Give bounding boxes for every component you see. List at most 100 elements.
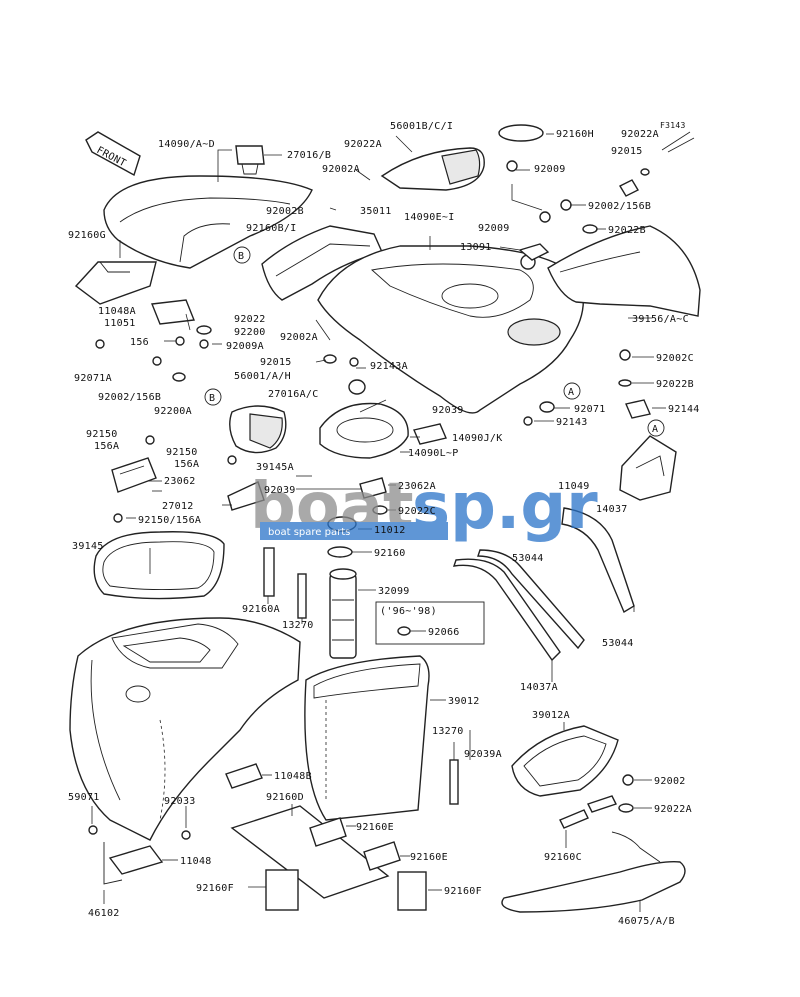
part-label: 27016A/C: [268, 389, 319, 400]
part-39145-gasket: [93, 531, 225, 600]
part-label: 92002A: [280, 332, 318, 343]
part-14090-cover: [103, 175, 313, 269]
part-label: 11048: [180, 856, 212, 867]
part-27016-knob: [235, 145, 265, 175]
part-label: 92160D: [266, 792, 304, 803]
part-label: 92002/156B: [588, 201, 651, 212]
part-label: 14090E~I: [404, 212, 455, 223]
part-label: 13091: [460, 242, 492, 253]
part-label: 92002B: [266, 206, 304, 217]
year-note: ('96~'98): [380, 606, 437, 617]
part-label: 56001B/C/I: [390, 121, 453, 132]
part-14090-jk-cover: [319, 402, 447, 459]
part-label: 56001/A/H: [234, 371, 291, 382]
leader-lines: [91, 133, 666, 912]
part-11048-bracket: [108, 845, 164, 875]
part-56001-mirror-top: [380, 147, 485, 191]
front-arrow-icon: FRONT: [85, 131, 141, 177]
figure-code: F3143: [660, 121, 686, 130]
part-label: 46102: [88, 908, 120, 919]
part-label: 156: [130, 337, 149, 348]
part-label: 11048B: [274, 771, 312, 782]
svg-text:A: A: [568, 387, 574, 398]
part-46075-rail: [501, 831, 686, 913]
part-92160g-foam: [74, 261, 157, 305]
part-label: 11048A: [98, 306, 136, 317]
part-label: 92071A: [74, 373, 112, 384]
part-label: 92160G: [68, 230, 106, 241]
part-label: 14090J/K: [452, 433, 503, 444]
part-39012-bin: [304, 655, 430, 821]
part-label: 92160E: [356, 822, 394, 833]
part-label: 53044: [602, 638, 634, 649]
part-label: 92071: [574, 404, 606, 415]
part-label: 11049: [558, 481, 590, 492]
part-label: 156A: [94, 441, 119, 452]
part-label: 92009: [478, 223, 510, 234]
part-label: 14090L~P: [408, 448, 459, 459]
part-label: 92160B/I: [246, 223, 297, 234]
part-label: 39156/A~C: [632, 314, 689, 325]
part-label: 92066: [428, 627, 460, 638]
part-11049-block: [619, 399, 677, 501]
brand-watermark: boat sp .gr boat spare parts: [250, 470, 598, 544]
part-39156-cowl: [547, 225, 701, 317]
part-label: 92039A: [464, 749, 502, 760]
part-label: 13270: [282, 620, 314, 631]
part-label: 39012A: [532, 710, 570, 721]
part-92160h-pad: [498, 124, 544, 142]
part-label: 11012: [374, 525, 406, 536]
watermark-tagline: boat spare parts: [268, 527, 350, 538]
part-label: 27012: [162, 501, 194, 512]
part-32099-tube: [329, 568, 357, 659]
part-label: 92022B: [656, 379, 694, 390]
part-label: 92002: [654, 776, 686, 787]
part-label: 13270: [432, 726, 464, 737]
part-14037-rail: [561, 507, 635, 614]
part-23062-bracket: [111, 435, 237, 523]
part-label: 92009: [534, 164, 566, 175]
part-label: 92009A: [226, 341, 264, 352]
part-35011-bracket: [261, 225, 383, 301]
part-label: 92015: [260, 357, 292, 368]
part-label: 39145: [72, 541, 104, 552]
svg-text:B: B: [209, 393, 215, 404]
part-label: 14037A: [520, 682, 558, 693]
part-label: 92022A: [344, 139, 382, 150]
part-label: 92150: [166, 447, 198, 458]
part-label: 53044: [512, 553, 544, 564]
part-label: 46075/A/B: [618, 916, 675, 927]
svg-text:A: A: [652, 424, 658, 435]
part-label: 23062A: [398, 481, 436, 492]
part-label: 156A: [174, 459, 199, 470]
svg-text:.gr: .gr: [496, 470, 598, 544]
part-label: 92143A: [370, 361, 408, 372]
part-label: 92002A: [322, 164, 360, 175]
part-label: 35011: [360, 206, 392, 217]
part-label: 23062: [164, 476, 196, 487]
part-label: 92200A: [154, 406, 192, 417]
part-hull: [69, 617, 301, 841]
part-label: 92200: [234, 327, 266, 338]
part-label: 14090/A~D: [158, 139, 215, 150]
part-label: 92144: [668, 404, 700, 415]
part-label: 92022A: [621, 129, 659, 140]
part-label: 59071: [68, 792, 100, 803]
svg-text:B: B: [238, 251, 244, 262]
part-46102-rod: [103, 842, 123, 885]
part-56001-mirror-side: [229, 405, 287, 454]
part-label: 92039: [432, 405, 464, 416]
part-label: 92022A: [654, 804, 692, 815]
part-label: 92160F: [444, 886, 482, 897]
part-label: 39145A: [256, 462, 294, 473]
part-14090-deck: [317, 245, 584, 414]
part-label: 92160: [374, 548, 406, 559]
part-label: 92022: [234, 314, 266, 325]
part-label: 92015: [611, 146, 643, 157]
part-label: 27016/B: [287, 150, 331, 161]
part-53044-rail: [452, 558, 561, 662]
part-label: 14037: [596, 504, 628, 515]
part-label: 92033: [164, 796, 196, 807]
part-label: 92160E: [410, 852, 448, 863]
